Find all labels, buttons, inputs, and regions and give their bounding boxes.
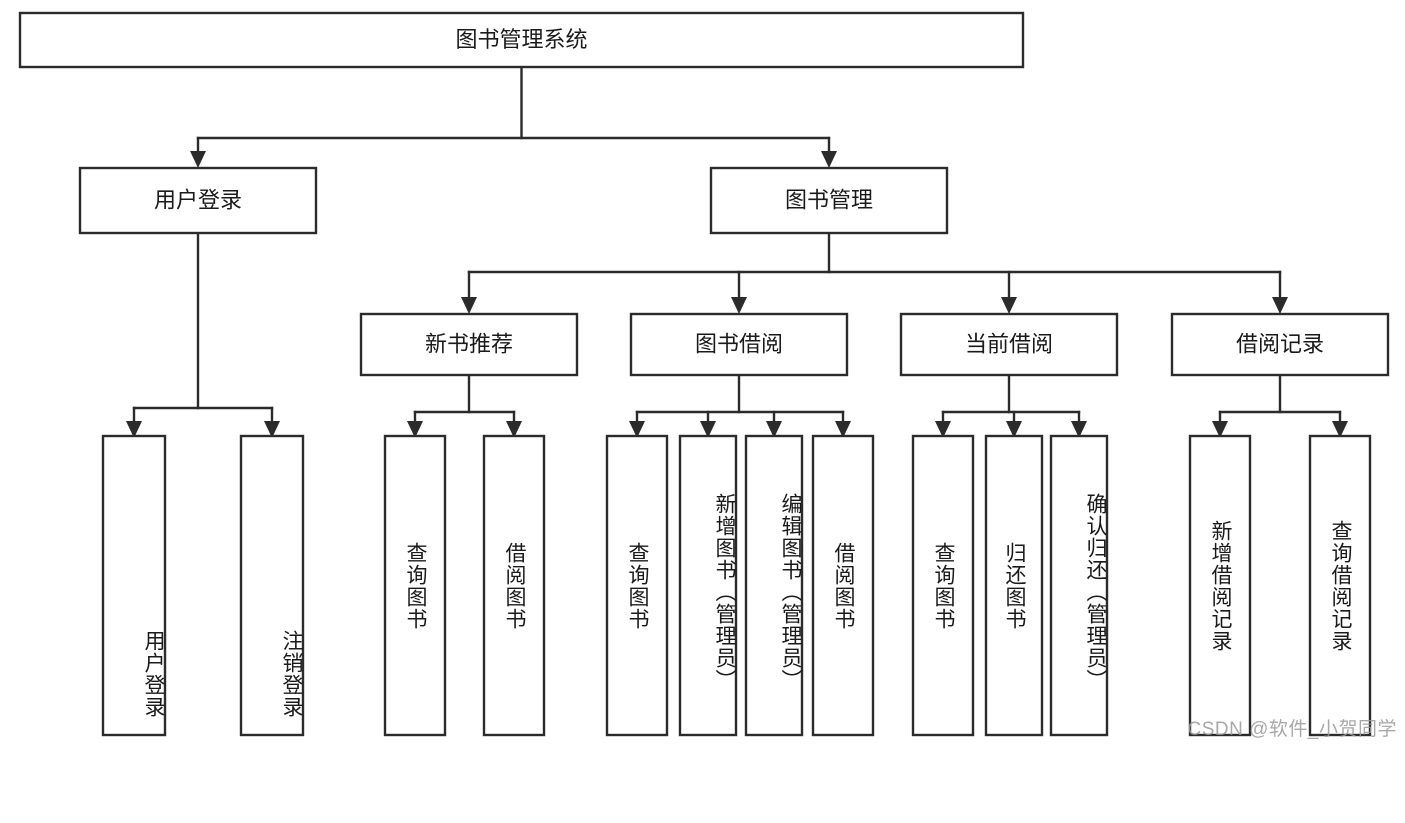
node-leaf-查询图书-2[interactable] (383, 434, 447, 737)
connector-layer (126, 65, 1348, 438)
arrow-head-icon-leaf-3 (506, 421, 522, 438)
arrow-head-icon-leaf-2 (407, 421, 423, 438)
node-label-l3-图书借阅: 图书借阅 (695, 331, 783, 356)
node-leaf-新增借阅记录-11[interactable] (1188, 434, 1252, 737)
arrow-head-icon-leaf-12 (1332, 421, 1348, 438)
arrow-head-icon-leaf-0 (126, 421, 142, 438)
arrow-head-icon-leaf-4 (629, 421, 645, 438)
node-label-l2-用户登录: 用户登录 (154, 187, 242, 212)
arrow-head-icon-leaf-6 (766, 421, 782, 438)
node-l3-借阅记录[interactable] (1170, 312, 1390, 377)
node-l2-图书管理[interactable] (709, 166, 949, 235)
node-leaf-用户登录-0[interactable] (101, 434, 167, 737)
flowchart-canvas: 图书管理系统用户登录图书管理新书推荐图书借阅当前借阅借阅记录 用户登录注销登录查… (18, 11, 1397, 740)
node-l3-当前借阅[interactable] (899, 312, 1119, 377)
node-leaf-新增图书管理员-5[interactable] (678, 434, 738, 737)
node-leaf-查询图书-8[interactable] (911, 434, 975, 737)
node-root-图书管理系统[interactable] (18, 11, 1025, 69)
node-label-l3-当前借阅: 当前借阅 (965, 331, 1053, 356)
node-label-l2-图书管理: 图书管理 (785, 187, 873, 212)
node-label-l3-新书推荐: 新书推荐 (425, 331, 513, 356)
arrow-head-icon-leaf-9 (1006, 421, 1022, 438)
arrow-head-icon-leaf-11 (1212, 421, 1228, 438)
arrow-head-icon-leaf-8 (935, 421, 951, 438)
node-leaf-注销登录-1[interactable] (239, 434, 305, 737)
arrow-head-icon-leaf-7 (835, 421, 851, 438)
node-leaf-归还图书-9[interactable] (984, 434, 1044, 737)
node-label-l3-借阅记录: 借阅记录 (1236, 331, 1324, 356)
node-leaf-查询借阅记录-12[interactable] (1308, 434, 1372, 737)
arrow-head-icon-leaf-10 (1071, 421, 1087, 438)
arrow-head-icon-l2-0 (190, 151, 206, 168)
node-leaf-借阅图书-3[interactable] (482, 434, 546, 737)
arrow-head-icon-l3-0 (461, 297, 477, 314)
arrow-head-icon-leaf-5 (700, 421, 716, 438)
arrow-head-icon-l3-2 (1001, 297, 1017, 314)
arrow-head-icon-l3-1 (731, 297, 747, 314)
node-label-root: 图书管理系统 (455, 27, 587, 52)
node-leaf-查询图书-4[interactable] (605, 434, 669, 737)
arrow-head-icon-l2-1 (821, 151, 837, 168)
node-leaf-编辑图书管理员-6[interactable] (744, 434, 804, 737)
node-l3-新书推荐[interactable] (359, 312, 579, 377)
csdn-watermark: CSDN @软件_小贺同学 (1187, 719, 1397, 740)
arrow-head-icon-l3-3 (1272, 297, 1288, 314)
node-leaf-确认归还管理员-10[interactable] (1049, 434, 1109, 737)
node-l3-图书借阅[interactable] (629, 312, 849, 377)
node-leaf-借阅图书-7[interactable] (811, 434, 875, 737)
node-box-layer (18, 11, 1390, 737)
node-l2-用户登录[interactable] (78, 166, 318, 235)
arrow-head-icon-leaf-1 (264, 421, 280, 438)
